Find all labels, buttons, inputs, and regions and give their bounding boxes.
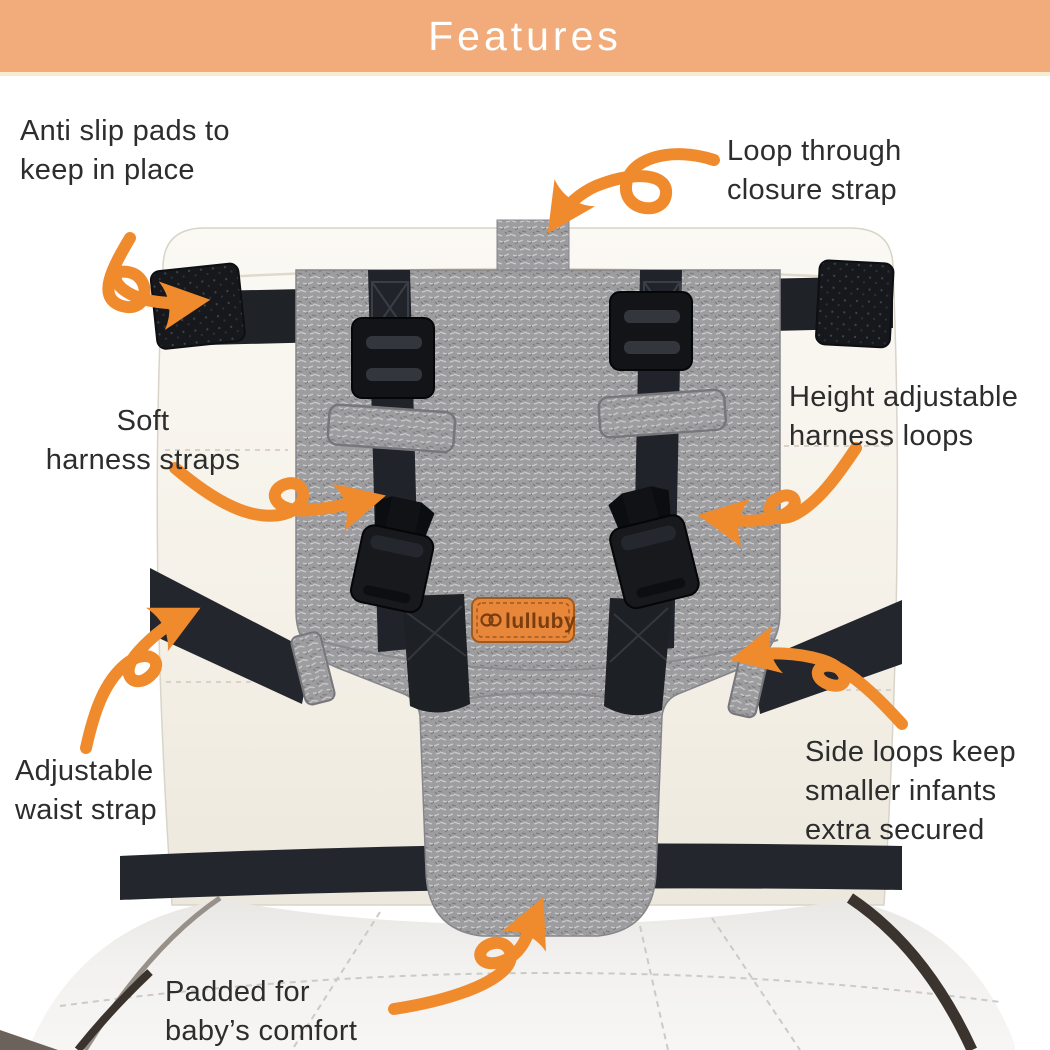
seat-cushion [28,900,1015,1050]
brand-logo-icon [480,613,502,627]
arrow-adjustable-waist [80,607,201,754]
waist-strap-left [150,568,312,704]
seat-quilt-stitch-1 [59,971,1001,1007]
callout-adjustable-waist: Adjustable waist strap [15,755,157,826]
seat-quilt-stitch-4 [711,917,801,1050]
seat-piping-left-dark [74,969,153,1050]
callout-anti-slip: Anti slip pads to keep in place [20,115,230,186]
callout-side-loops: Side loops keep smaller infants extra se… [805,736,1016,846]
panel-bulge-seam [299,635,779,672]
callout-soft-harness: Soft harness straps [45,405,241,476]
lower-strap-left [402,594,470,713]
side-loop-left [290,631,336,706]
arrow-loop-through [547,148,720,234]
anti-slip-pad-right [815,259,895,349]
callout-height-adjustable: Height adjustable harness loops [789,381,1019,452]
harness-loop-right [597,388,728,439]
features-banner: Features [0,0,1050,76]
floor-corner-left [0,1030,58,1050]
banner-title: Features [428,12,622,59]
callout-loop-through: Loop through closure strap [727,135,902,206]
seat-quilt-stitch-2 [291,911,381,1050]
arrow-side-loops [729,625,908,730]
arrow-soft-harness [169,462,386,532]
brand-label: lulluby [471,597,576,643]
seat-piping-right [846,893,977,1050]
callout-padded: Padded for baby’s comfort [165,976,358,1047]
harness-loop-left [326,403,457,454]
brand-label-text: lulluby [505,610,576,633]
arrow-anti-slip [102,232,211,330]
strap-slider-left [351,317,435,399]
strap-slider-right [609,291,693,371]
lower-strap-right [604,598,672,716]
arrow-padded [388,897,546,1015]
arrow-height-adjustable [697,442,862,548]
buckle-right [608,486,700,610]
buckle-left [350,496,435,614]
